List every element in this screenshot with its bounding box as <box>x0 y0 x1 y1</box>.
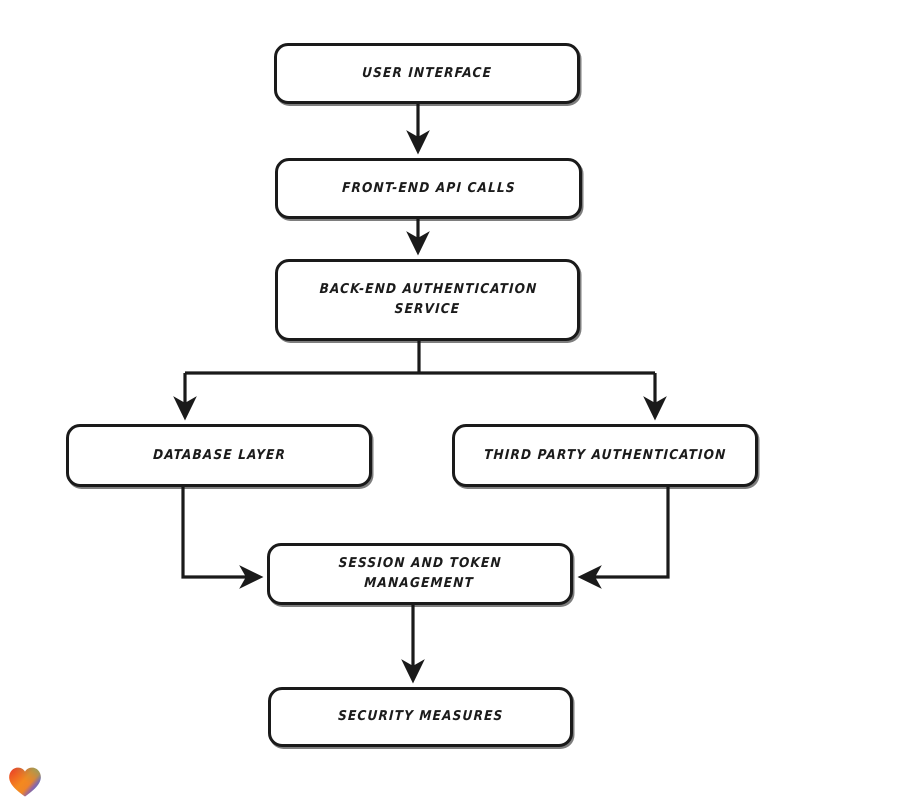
node-label-user-interface: User Interface <box>361 64 493 81</box>
node-label-third-party-authentication: Third Party Authentication <box>483 446 727 463</box>
edge-database-to-session <box>181 487 264 589</box>
heart-icon <box>9 767 41 797</box>
node-label-back-end-authentication-service: Back-End Authentication Service <box>318 281 538 317</box>
node-label-security-measures: Security Measures <box>337 708 504 725</box>
edge-thirdparty-to-session <box>577 487 670 589</box>
node-front-end-api-calls[interactable]: Front-End API Calls <box>275 158 582 219</box>
node-label-database-layer: Database Layer <box>152 446 286 463</box>
node-back-end-authentication-service[interactable]: Back-End Authentication Service <box>275 259 580 341</box>
node-user-interface[interactable]: User Interface <box>274 43 580 104</box>
node-session-and-token-management[interactable]: Session and Token Management <box>267 543 573 605</box>
node-label-front-end-api-calls: Front-End API Calls <box>341 179 516 196</box>
node-label-session-and-token-management: Session and Token Management <box>338 555 503 591</box>
node-security-measures[interactable]: Security Measures <box>268 687 573 747</box>
edge-backend-split-stem <box>185 341 655 375</box>
node-third-party-authentication[interactable]: Third Party Authentication <box>452 424 758 487</box>
node-database-layer[interactable]: Database Layer <box>66 424 372 487</box>
